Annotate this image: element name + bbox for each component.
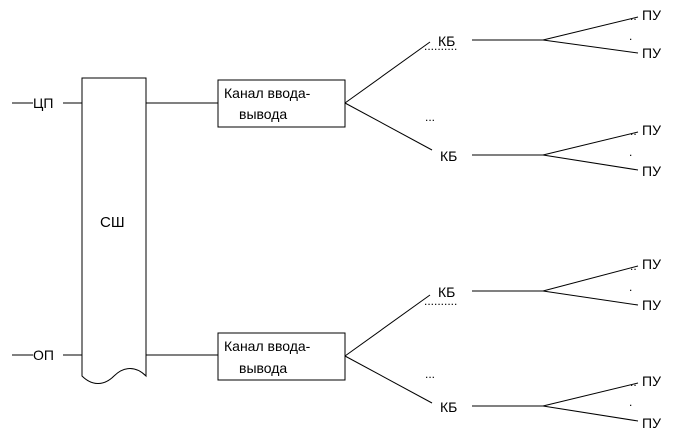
cpu-label: ЦП xyxy=(33,95,53,111)
device-2-label: ПУ xyxy=(642,45,661,61)
device-5-dots: .. xyxy=(630,259,637,273)
channel-1-branch-upper xyxy=(344,41,431,104)
controller-3-dots: .......... xyxy=(424,294,457,308)
controller-1-dots: .......... xyxy=(424,39,457,53)
device-1-label: ПУ xyxy=(642,7,661,23)
device-4-label: ПУ xyxy=(642,163,661,179)
controller-2-label: КБ xyxy=(440,148,457,164)
device-3-label: ПУ xyxy=(642,122,661,138)
channel-1-branch-lower xyxy=(344,102,433,151)
channel-2-branch-lower xyxy=(344,355,433,404)
system-bus-shape xyxy=(81,77,147,384)
controller-1-device-upper xyxy=(542,16,639,41)
device-6-label: ПУ xyxy=(642,297,661,313)
device-5-label: ПУ xyxy=(642,256,661,272)
controller-1-label: КБ xyxy=(438,33,455,49)
controller-2-device-lower xyxy=(542,154,639,171)
device-7b-dots: . xyxy=(629,395,632,409)
device-7-dots: .. xyxy=(630,375,637,389)
device-1-dots: .. xyxy=(630,9,637,23)
channel-2-label-line1: Канал ввода- xyxy=(224,338,311,354)
controller-3-device-lower xyxy=(542,290,639,306)
device-5b-dots: . xyxy=(629,280,632,294)
device-3b-dots: . xyxy=(629,145,632,159)
channel-1-label-line1: Канал ввода- xyxy=(224,85,311,101)
device-8-label: ПУ xyxy=(642,415,661,431)
device-7-label: ПУ xyxy=(642,373,661,389)
memory-label: ОП xyxy=(33,347,54,363)
channel-2-label-line2: вывода xyxy=(239,360,287,376)
controller-3-label: КБ xyxy=(438,284,455,300)
controller-3-device-upper xyxy=(542,265,639,292)
controller-2-device-upper xyxy=(542,131,639,156)
device-3-dots: .. xyxy=(630,124,637,138)
device-1b-dots: . xyxy=(629,29,632,43)
system-bus-label: СШ xyxy=(100,214,125,231)
channel-1-ellipsis: ... xyxy=(425,110,435,124)
channel-1-label-line2: вывода xyxy=(239,106,287,122)
controller-4-label: КБ xyxy=(440,399,457,415)
controller-4-device-lower xyxy=(542,405,639,422)
channel-2-branch-upper xyxy=(344,294,431,357)
controller-1-device-lower xyxy=(542,39,639,54)
channel-2-ellipsis: ... xyxy=(425,367,435,381)
controller-4-device-upper xyxy=(542,382,639,407)
